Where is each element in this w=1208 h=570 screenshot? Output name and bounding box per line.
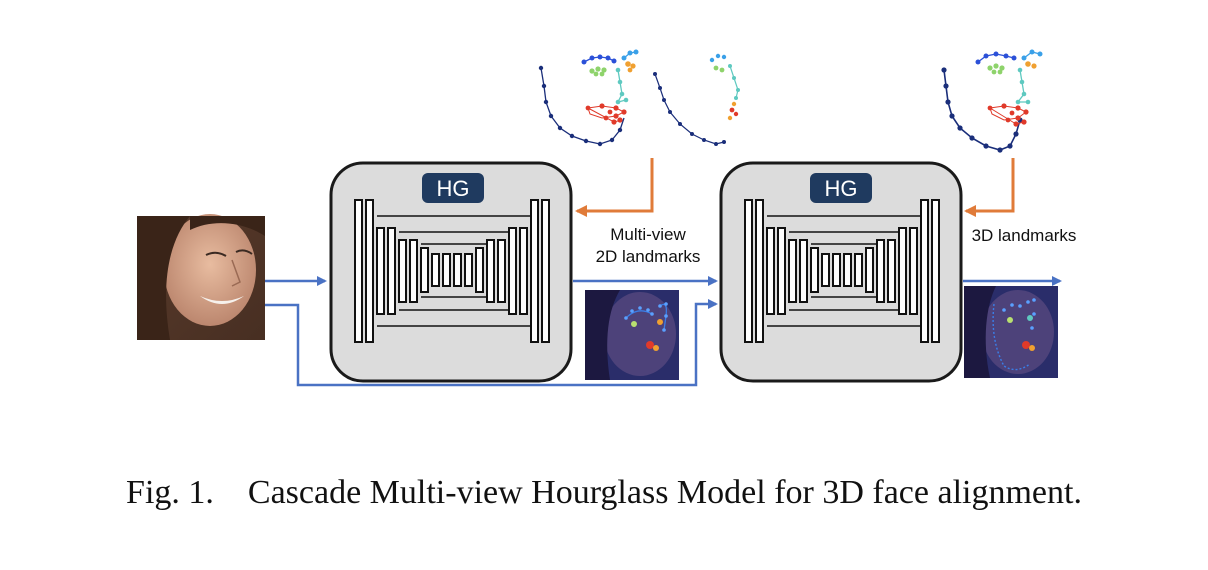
flow-arrows	[265, 276, 1062, 387]
face-with-2d-landmarks	[585, 290, 679, 380]
hourglass-layers	[354, 199, 550, 343]
skip-connection-arrow	[265, 299, 718, 387]
hourglass-block-2: HG	[719, 161, 963, 383]
face-with-3d-landmarks	[964, 286, 1058, 378]
hourglass-block-1: HG	[329, 161, 573, 383]
landmark-dots	[1002, 298, 1036, 330]
3d-landmarks-label: 3D landmarks	[972, 226, 1077, 245]
multiview-label-line1: Multi-view	[610, 225, 686, 244]
landmark-dots	[624, 302, 668, 332]
feedback-arrow-3d	[964, 158, 1015, 217]
caption-text: Cascade Multi-view Hourglass Model for 3…	[247, 474, 1082, 511]
hg-label-1: HG	[437, 176, 470, 201]
figure-caption: Fig. 1. Cascade Multi-view Hourglass Mod…	[0, 474, 1208, 512]
input-face-photo	[137, 214, 265, 340]
hourglass-layers	[744, 199, 940, 343]
landmark-plot-2d-side	[653, 53, 740, 146]
hg-badge	[422, 173, 484, 203]
landmark-plot-2d-front	[538, 49, 639, 147]
feedback-arrow-2d	[575, 158, 654, 217]
caption-prefix: Fig. 1.	[126, 474, 214, 511]
landmark-plot-3d	[941, 49, 1043, 153]
multiview-label-line2: 2D landmarks	[596, 247, 701, 266]
hg-badge	[810, 173, 872, 203]
feedback-arrows	[575, 158, 1015, 217]
hg-label-2: HG	[825, 176, 858, 201]
